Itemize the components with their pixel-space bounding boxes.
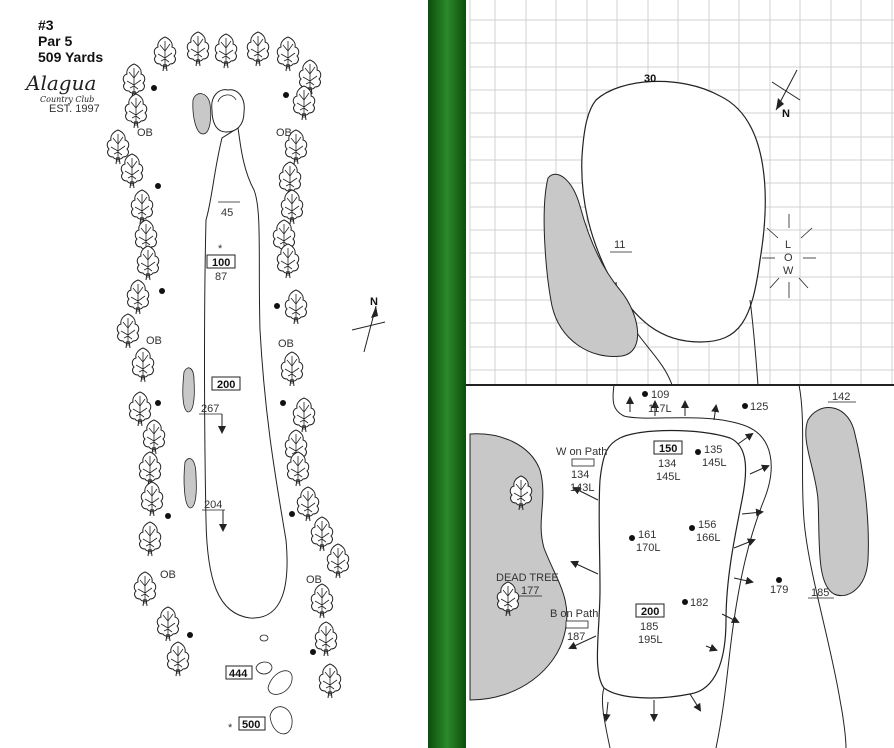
green-depth: 30 xyxy=(644,73,656,85)
tee-box xyxy=(255,661,273,675)
bunker-yardage-11: 11 xyxy=(614,239,625,251)
logo-name: Alagua xyxy=(24,71,96,95)
yardage-dots xyxy=(629,391,782,605)
tee-asterisk: * xyxy=(228,722,233,734)
north-label-green: N xyxy=(782,108,790,120)
cart-path-far xyxy=(798,384,847,748)
low-letter: O xyxy=(784,252,793,264)
ob-label: OB xyxy=(278,338,294,350)
yardage-label: 145L xyxy=(702,457,726,469)
marker-200-box xyxy=(211,376,241,391)
cart-path-right xyxy=(612,384,772,748)
yardage-label: 117L xyxy=(648,403,672,415)
north-label: N xyxy=(370,296,378,308)
yardage-label: 185 xyxy=(811,587,829,599)
tree-line-right xyxy=(272,129,350,699)
green-detail-outline xyxy=(581,80,766,343)
club-logo: Alagua Country Club EST. 1997 xyxy=(24,71,100,115)
fairway-outline xyxy=(204,127,288,619)
marker-asterisk: * xyxy=(218,243,223,255)
logo-est: EST. 1997 xyxy=(49,103,100,115)
low-letter: L xyxy=(785,239,791,251)
green-left-bunker xyxy=(543,173,638,358)
yardage-267: 267 xyxy=(201,403,219,415)
ob-labels: OB OB OB OB OB OB xyxy=(137,127,322,586)
fairway-bunker-1 xyxy=(182,367,195,413)
yardage-label: 134 xyxy=(658,458,676,470)
yardage-label: 135 xyxy=(704,444,722,456)
green-outline xyxy=(211,89,245,133)
marker-200-approach: 200 xyxy=(641,606,659,618)
yardage-45: 45 xyxy=(221,207,233,219)
yardage-label: 143L xyxy=(570,482,594,494)
yardage-label: 166L xyxy=(696,532,720,544)
right-bunker xyxy=(805,407,869,597)
ob-label: OB xyxy=(160,569,176,581)
ob-label: OB xyxy=(276,127,292,139)
yardage-label: 109 xyxy=(651,389,669,401)
marker-500-box xyxy=(238,716,266,731)
hole-par: Par 5 xyxy=(38,33,72,49)
logo-subtitle: Country Club xyxy=(40,95,94,104)
dead-tree-label: DEAD TREE xyxy=(496,572,559,584)
yardage-label: 177 xyxy=(521,585,539,597)
marker-500: 500 xyxy=(242,719,260,731)
north-arrow-green-icon: N xyxy=(771,69,801,120)
marker-444-box xyxy=(225,665,253,680)
low-letter: W xyxy=(783,265,794,277)
yardage-87: 87 xyxy=(215,271,227,283)
page-divider xyxy=(428,0,466,748)
tee-box xyxy=(269,706,293,735)
yardage-label: 185 xyxy=(640,621,658,633)
yardage-label: 170L xyxy=(636,542,660,554)
yardage-label: 179 xyxy=(770,584,788,596)
north-arrow-icon: N xyxy=(351,296,386,353)
ob-label: OB xyxy=(306,574,322,586)
marker-150: 150 xyxy=(659,443,677,455)
hole-number: #3 xyxy=(38,17,54,33)
ob-label: OB xyxy=(137,127,153,139)
yardage-label: 161 xyxy=(638,529,656,541)
marker-200: 200 xyxy=(217,379,235,391)
tee-box xyxy=(259,634,269,642)
marker-100-box xyxy=(206,254,236,269)
left-hazard-area xyxy=(469,433,568,701)
b-on-path-label: B on Path xyxy=(550,608,598,620)
yardage-label: 156 xyxy=(698,519,716,531)
yardage-label: 182 xyxy=(690,597,708,609)
yardage-label: 134 xyxy=(571,469,589,481)
low-point-marker: L O W xyxy=(762,214,816,298)
ob-label: OB xyxy=(146,335,162,347)
marker-100: 100 xyxy=(212,257,230,269)
yardage-label: 125 xyxy=(750,401,768,413)
yardage-label: 187 xyxy=(567,631,585,643)
fairway-bunker-2 xyxy=(183,458,197,509)
yardage-204: 204 xyxy=(204,499,222,511)
hole-yards: 509 Yards xyxy=(38,49,103,65)
yardage-label: 195L xyxy=(638,634,662,646)
greenside-bunker xyxy=(192,93,212,135)
marker-444: 444 xyxy=(229,668,248,680)
hole-header: #3 Par 5 509 Yards xyxy=(38,17,103,65)
yardage-label: 142 xyxy=(832,391,850,403)
yardage-label: 145L xyxy=(656,471,680,483)
ob-stakes xyxy=(151,85,316,655)
flow-arrows xyxy=(568,396,770,722)
tee-box xyxy=(267,670,293,695)
w-on-path-label: W on Path xyxy=(556,446,607,458)
approach-labels: 109 117L 125 142 150 134 145L 135 145L W… xyxy=(496,389,856,646)
